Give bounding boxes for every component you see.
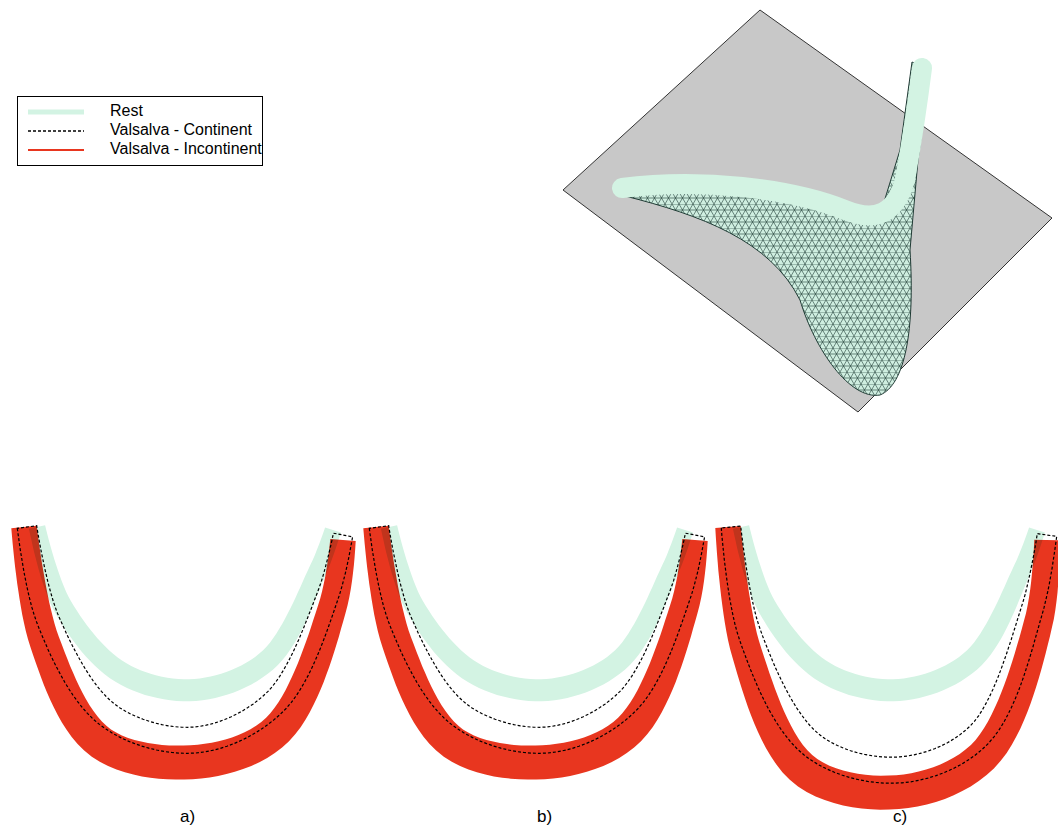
mesh-body [625,62,930,395]
cross-section [715,525,1058,810]
cross-section [363,525,707,779]
cross-section [11,525,355,779]
continent-outline [369,526,704,754]
mesh-triangles [625,62,930,395]
panel-label: c) [893,808,907,827]
incontinent-shape [11,526,355,780]
continent-outline [721,526,1056,783]
legend-swatch [28,149,84,151]
plane-3d [563,10,1052,412]
legend-text: Rest [110,102,143,120]
legend-box: RestValsalva - ContinentValsalva - Incon… [17,96,263,166]
legend-text: Valsalva - Continent [110,121,252,139]
continent-outline [17,526,352,754]
legend-swatch [28,110,84,115]
legend-text: Valsalva - Incontinent [110,140,262,158]
incontinent-shape [363,526,707,780]
rest-shape [733,525,1045,701]
legend-dashed-sample [28,130,84,132]
panel-label: b) [537,808,552,827]
panel-label: a) [180,808,195,827]
top-face [622,68,922,215]
cut-plane [563,10,1052,412]
incontinent-shape [715,526,1058,810]
